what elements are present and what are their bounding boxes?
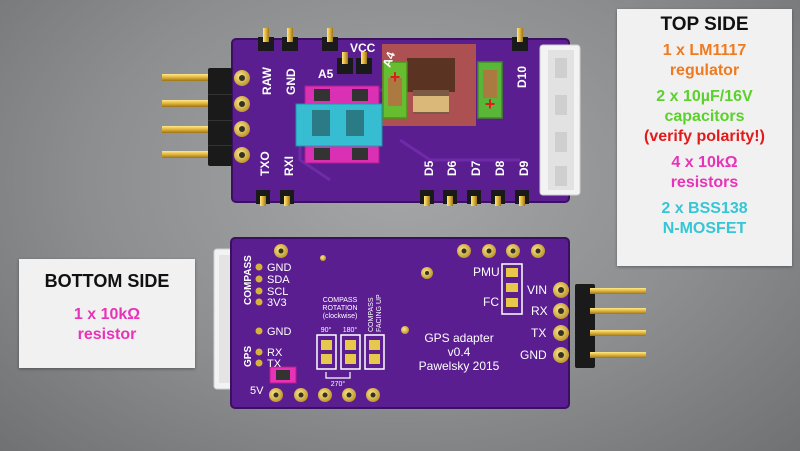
info-line-3: Pawelsky 2015: [419, 359, 500, 373]
plus-mark-left: +: [390, 67, 401, 87]
label-5v: 5V: [250, 385, 264, 397]
compass-pin-scl: SCL: [267, 286, 288, 298]
top-side-legend: TOP SIDE 1 x LM1117 regulator 2 x 10µF/1…: [617, 9, 792, 266]
angle-270: 270°: [331, 380, 346, 388]
mosfets-line-1: 2 x BSS138: [661, 200, 748, 217]
pmu-fc-jumpers[interactable]: [501, 263, 523, 315]
regulator-line-1: 1 x LM1117: [662, 42, 747, 59]
bottom-resistor-line-1: 1 x 10kΩ: [73, 306, 141, 323]
capacitors-line-3: (verify polarity!): [644, 128, 765, 145]
left-pin-header[interactable]: [162, 68, 250, 166]
right-pin-tx: TX: [531, 326, 546, 340]
angle-90: 90°: [321, 326, 332, 334]
label-a4: A4: [380, 50, 399, 70]
solder-pads: [269, 244, 545, 402]
rotation-line-3: (clockwise): [323, 313, 358, 320]
compass-pin-sda: SDA: [267, 274, 290, 286]
plus-mark-right: +: [485, 94, 496, 114]
gps-pin-tx: TX: [267, 358, 282, 370]
info-line-2: v0.4: [448, 345, 471, 359]
capacitors-line-2: capacitors: [664, 108, 745, 125]
capacitors-line-1: 2 x 10µF/16V: [656, 88, 753, 105]
label-txo: TXO: [258, 151, 272, 176]
bottom-resistor-line-2: resistor: [77, 326, 137, 343]
mosfets-bss138: [295, 103, 383, 147]
right-pin-header[interactable]: [553, 282, 646, 368]
label-d5: D5: [422, 160, 436, 176]
right-pin-vin: VIN: [527, 283, 547, 297]
label-fc: FC: [483, 295, 499, 309]
rotation-line-1: COMPASS: [323, 297, 358, 304]
label-d7: D7: [469, 160, 483, 176]
right-pin-rx: RX: [531, 304, 548, 318]
bottom-side-title: BOTTOM SIDE: [44, 271, 170, 291]
resistors-line-2: resistors: [670, 174, 739, 191]
bottom-board: COMPASS GPS GND SDA SCL 3V3 GND RX TX 5V…: [213, 237, 646, 409]
label-raw: RAW: [260, 66, 274, 95]
gps-pin-rx: RX: [267, 347, 283, 359]
label-d8: D8: [493, 160, 507, 176]
bottom-board-pcb: [230, 237, 570, 409]
compass-pin-3v3: 3V3: [267, 297, 287, 309]
label-gnd: GND: [284, 68, 298, 95]
capacitor-left: [382, 61, 408, 119]
bottom-resistor-body: [276, 370, 290, 380]
label-gps: GPS: [243, 346, 254, 367]
gps-pin-gnd: GND: [267, 326, 292, 338]
compass-rotation-jumpers[interactable]: [316, 334, 385, 379]
facing-line-2: FACING UP: [376, 294, 383, 332]
connector-pin-dots: [255, 263, 263, 367]
top-board-bottom-pins[interactable]: [256, 190, 529, 206]
bottom-side-legend: BOTTOM SIDE 1 x 10kΩ resistor: [19, 259, 195, 368]
label-d10: D10: [515, 66, 529, 88]
top-white-connector: [539, 44, 581, 196]
top-side-title: TOP SIDE: [660, 14, 749, 35]
resistors-line-1: 4 x 10kΩ: [671, 154, 738, 171]
info-line-1: GPS adapter: [424, 331, 493, 345]
label-d9: D9: [517, 160, 531, 176]
top-board: + + RAW GND VCC A5 A4 D10 TXO RXI D5 D6 …: [162, 28, 581, 206]
label-pmu: PMU: [473, 265, 500, 279]
label-vcc: VCC: [350, 41, 376, 55]
mosfets-line-2: N-MOSFET: [662, 220, 747, 237]
regulator-line-2: regulator: [669, 62, 740, 79]
resistors-top: [304, 85, 380, 164]
right-pin-gnd: GND: [520, 348, 547, 362]
label-a5: A5: [318, 67, 334, 81]
label-d6: D6: [445, 160, 459, 176]
label-rxi: RXI: [282, 156, 296, 176]
angle-180: 180°: [343, 326, 358, 334]
top-pin-headers[interactable]: [258, 28, 528, 74]
facing-line-1: COMPASS: [368, 297, 375, 332]
compass-pin-gnd: GND: [267, 262, 292, 274]
rotation-line-2: ROTATION: [322, 305, 357, 312]
label-compass: COMPASS: [243, 255, 254, 305]
capacitor-right: [477, 61, 503, 119]
